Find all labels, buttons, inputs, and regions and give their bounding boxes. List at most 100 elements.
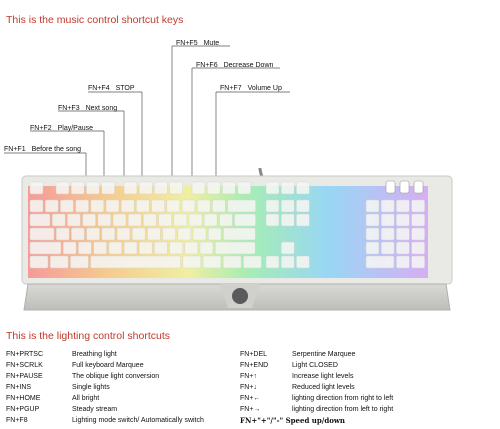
keycap (49, 255, 69, 269)
callout-f7-volume-up: FN+F7 Volume Up (220, 85, 282, 93)
shortcut-desc: All bright (72, 395, 100, 402)
callout-key: FN+F7 (220, 85, 242, 92)
keycap (219, 213, 233, 227)
keycap (243, 255, 262, 269)
keycap (411, 199, 425, 213)
shortcut-desc: The oblique light conversion (72, 373, 160, 380)
keycap (265, 213, 280, 227)
keycap (396, 199, 410, 213)
keycap (75, 199, 89, 213)
shortcut-row: FN+HOME All bright (6, 393, 204, 404)
keycap (70, 181, 85, 195)
keycap (265, 199, 280, 213)
lock-indicator-icon (399, 180, 410, 194)
keycap (158, 213, 172, 227)
keycap (203, 213, 218, 227)
shortcut-key: FN+↑ (240, 373, 257, 380)
keycap (191, 181, 206, 195)
keycap (105, 199, 120, 213)
shortcut-desc: Breathing light (72, 351, 117, 358)
keycap (237, 181, 251, 195)
keycap (108, 241, 123, 255)
keycap (365, 241, 380, 255)
keycap (29, 181, 44, 195)
keycap (380, 199, 395, 213)
keycap (162, 227, 176, 241)
keycap (101, 227, 116, 241)
keycap (265, 255, 280, 269)
keycap (70, 255, 89, 269)
keycap (90, 255, 181, 269)
keycap (44, 199, 59, 213)
keycap (143, 213, 157, 227)
keycap (199, 241, 214, 255)
shortcut-desc: Light CLOSED (292, 362, 338, 369)
callout-key: FN+F4 (88, 85, 110, 92)
shortcut-desc: Increase light levels (292, 373, 354, 380)
callout-label: Play/Pause (57, 125, 94, 132)
keycap (411, 255, 425, 269)
keycap (138, 241, 153, 255)
keycap (181, 199, 196, 213)
keycap (296, 213, 310, 227)
keycap (29, 255, 49, 269)
callout-f4-stop: FN+F4 STOP (88, 85, 135, 93)
keycaps (29, 180, 425, 269)
shortcut-key: FN+INS (6, 384, 32, 391)
keycap (234, 213, 256, 227)
callout-label: STOP (115, 85, 135, 92)
keycap (177, 227, 192, 241)
keycap (29, 213, 51, 227)
keycap (90, 199, 105, 213)
keycap (55, 181, 70, 195)
keycap (396, 241, 410, 255)
keycap (280, 199, 295, 213)
shortcut-key: FN+HOME (6, 395, 41, 402)
keycap (280, 241, 295, 255)
keycap (138, 181, 153, 195)
shortcut-desc: lighting direction from right to left (292, 395, 394, 402)
shortcut-desc: Steady stream (72, 406, 118, 413)
keycap (227, 199, 256, 213)
keycap (365, 227, 380, 241)
keycap (120, 199, 135, 213)
shortcut-row: FN+PGUP Steady stream (6, 404, 204, 415)
keycap (202, 255, 222, 269)
keycap (151, 199, 165, 213)
keycap (123, 181, 138, 195)
keycap (67, 213, 81, 227)
keycap (380, 241, 395, 255)
keycap (188, 213, 203, 227)
keycap (265, 181, 280, 195)
keycap (222, 255, 242, 269)
keyboard-image (20, 167, 470, 318)
callout-label: Volume Up (247, 85, 282, 92)
callout-label: Decrease Down (223, 62, 274, 69)
lock-indicator-icon (385, 180, 396, 194)
keycap (86, 181, 100, 195)
shortcut-desc: Lighting mode switch/ Automatically swit… (72, 417, 204, 424)
speed-shortcut: FN+"+"/"-" Speed up/down (240, 416, 345, 425)
keycap (296, 255, 310, 269)
keycap (192, 227, 207, 241)
keycap (280, 181, 295, 195)
keycap (296, 181, 310, 195)
keycap (207, 227, 222, 241)
callout-label: Next song (85, 105, 118, 112)
shortcut-row: FN+←lighting direction from right to lef… (240, 393, 393, 404)
keycap (296, 199, 310, 213)
keycap (396, 227, 410, 241)
shortcut-key: FN+→ (240, 406, 261, 413)
shortcut-key: FN+PGUP (6, 406, 40, 413)
keycap (173, 213, 188, 227)
shortcut-key: FN+DEL (240, 351, 268, 358)
keycap (147, 227, 161, 241)
